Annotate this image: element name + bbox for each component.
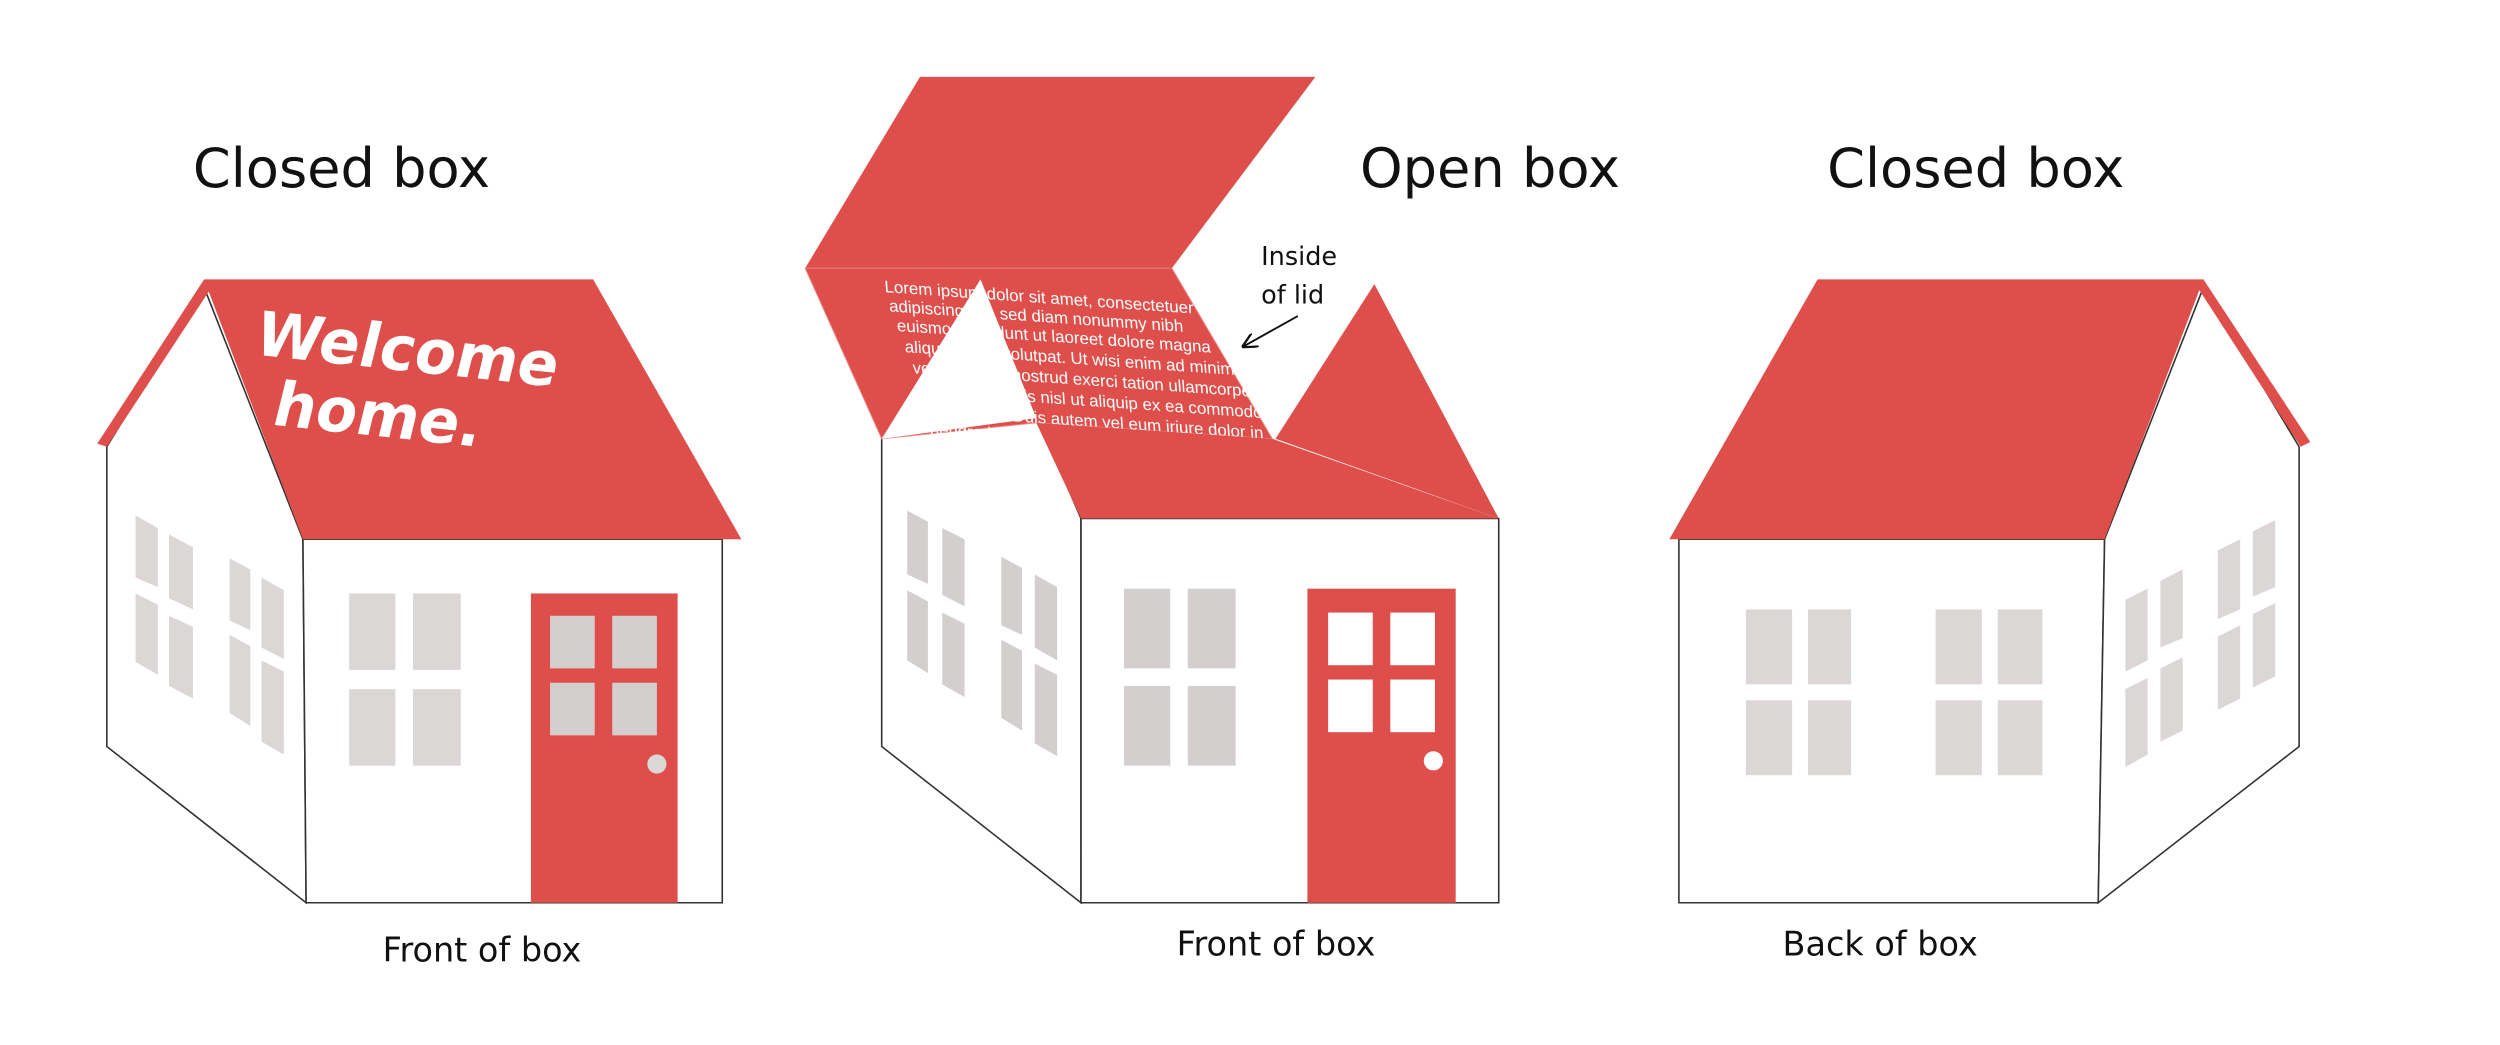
box-title: Closed box: [1827, 137, 2124, 200]
gable-edge: [97, 279, 214, 447]
door-knob: [647, 754, 667, 774]
side-windows: [2125, 520, 2276, 768]
box-caption: Front of box: [383, 931, 582, 970]
door: [530, 593, 678, 903]
annotation-line: of lid: [1261, 280, 1324, 310]
roof: [1669, 279, 2204, 540]
door-knob: [1423, 751, 1443, 771]
front-windows: [1124, 588, 1236, 766]
box-title: Open box: [1360, 137, 1620, 200]
front-windows: [349, 593, 461, 766]
box-caption: Back of box: [1783, 924, 1978, 963]
left-gable: [881, 279, 1037, 439]
back-windows: [1745, 609, 2043, 776]
roof: [204, 279, 742, 540]
box-title: Closed box: [193, 137, 490, 200]
side-wall: [2097, 285, 2300, 905]
annotation-arrow: [1244, 315, 1299, 346]
open-box-front: Lorem ipsum dolor sit amet, consectetuer…: [804, 76, 1620, 963]
lid-outer: [805, 76, 1316, 269]
side-windows: [907, 510, 1058, 757]
right-gable: [1275, 284, 1499, 519]
roof-front: [1036, 422, 1499, 519]
box-caption: Front of box: [1177, 924, 1376, 963]
annotation-line: Inside: [1261, 242, 1337, 272]
closed-box-front: Welcome home. Closed box Front of box: [97, 137, 742, 970]
gable-edge: [2195, 279, 2311, 447]
side-windows: [135, 515, 284, 755]
door: [1307, 588, 1456, 903]
closed-box-back: Closed box Back of box: [1669, 137, 2311, 963]
